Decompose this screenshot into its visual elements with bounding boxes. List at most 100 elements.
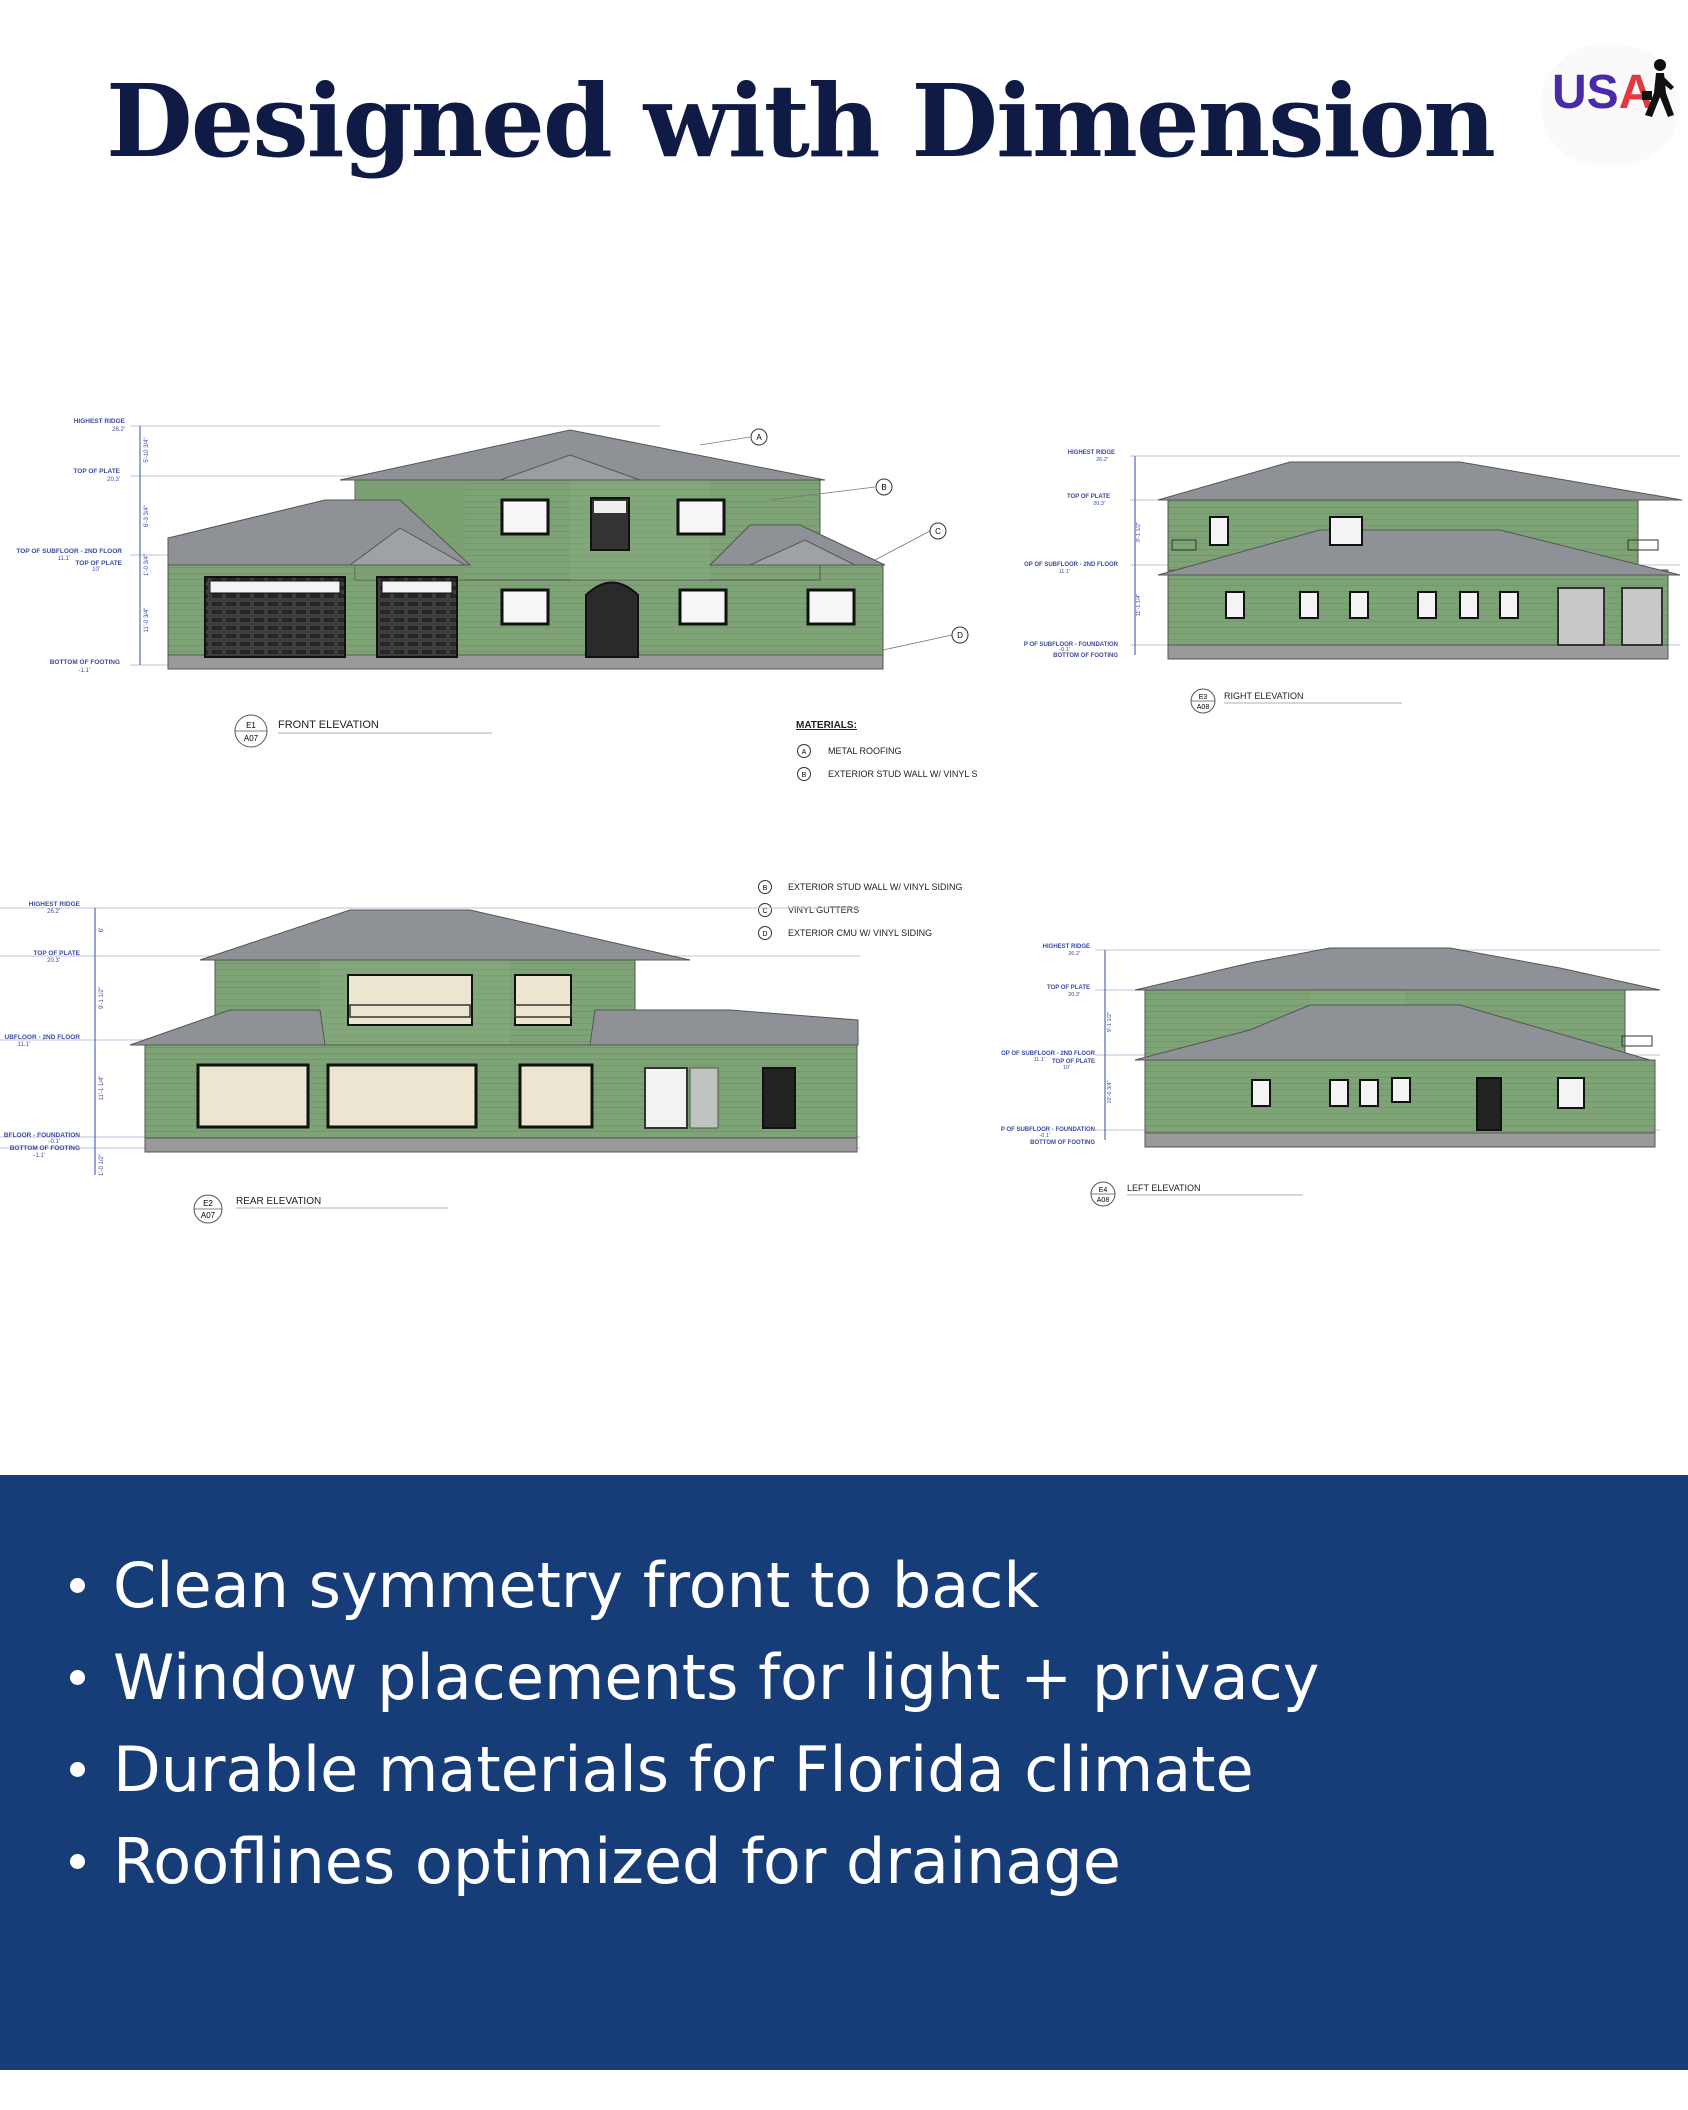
view-label: LEFT ELEVATION — [1127, 1183, 1201, 1193]
feature-list: Clean symmetry front to back Window plac… — [70, 1540, 1319, 1908]
level-label: TOP OF PLATE — [75, 560, 122, 567]
material-key: A — [802, 749, 807, 756]
features-banner: Clean symmetry front to back Window plac… — [0, 1475, 1688, 2070]
callout-label: A — [756, 433, 762, 442]
dim-text: 11'-1 1/4" — [1136, 594, 1142, 617]
view-label: FRONT ELEVATION — [278, 719, 379, 731]
dim-text: 5'-10 3/4" — [144, 437, 150, 462]
feature-item: Durable materials for Florida climate — [70, 1724, 1319, 1816]
level-value: -1.1' — [34, 1153, 45, 1159]
level-label: HIGHEST RIDGE — [29, 901, 81, 908]
brand-logo: USA — [1540, 45, 1680, 165]
view-tag: E3 — [1199, 694, 1208, 701]
dim-text: 10'-0 3/4" — [1107, 1080, 1113, 1103]
page-title: Designed with Dimension — [106, 62, 1496, 180]
bullet-icon — [70, 1762, 85, 1778]
level-label: UBFLOOR - 2ND FLOOR — [5, 1034, 81, 1041]
dim-text: 6'-3 3/4" — [144, 505, 150, 527]
level-label: TOP OF PLATE — [1047, 985, 1090, 991]
level-label: TOP OF PLATE — [1067, 494, 1110, 500]
material-text: EXTERIOR STUD WALL W/ VINYL S — [828, 769, 978, 779]
materials-legend: MATERIALS: A METAL ROOFING B EXTERIOR ST… — [796, 720, 978, 781]
view-tag: E4 — [1099, 1187, 1108, 1194]
level-value: 11.1' — [1034, 1057, 1045, 1063]
level-value: -0.1' — [1059, 647, 1070, 653]
material-text: EXTERIOR CMU W/ VINYL SIDING — [788, 928, 932, 938]
level-value: 20.3' — [1093, 501, 1105, 507]
level-value: 26.2' — [1068, 951, 1080, 957]
dim-text: 9'-1 1/2" — [1136, 522, 1142, 542]
view-tag: E1 — [246, 721, 256, 730]
feature-item: Rooflines optimized for drainage — [70, 1816, 1319, 1908]
view-tag: A08 — [1197, 704, 1210, 711]
level-value: 10' — [92, 567, 100, 573]
level-value: 26.2' — [112, 427, 125, 433]
left-elevation: HIGHEST RIDGE 26.2' TOP OF PLATE 20.3' O… — [1001, 944, 1661, 1207]
level-label: P OF SUBFLOOR - FOUNDATION — [1001, 1127, 1095, 1133]
level-label: OP OF SUBFLOOR - 2ND FLOOR — [1024, 562, 1119, 568]
level-value: 11.1' — [18, 1042, 30, 1048]
level-value: 11.1' — [58, 556, 70, 562]
material-text: METAL ROOFING — [828, 746, 902, 756]
view-tag: E2 — [203, 1199, 213, 1208]
level-value: -0.1' — [49, 1139, 60, 1145]
callout-label: D — [957, 631, 963, 640]
callout-label: B — [881, 483, 886, 492]
level-label: BOTTOM OF FOOTING — [50, 659, 120, 666]
level-label: BOTTOM OF FOOTING — [1030, 1140, 1095, 1146]
material-key: C — [762, 908, 767, 915]
view-tag: A07 — [201, 1211, 216, 1220]
level-label: BOTTOM OF FOOTING — [10, 1145, 80, 1152]
rear-elevation: HIGHEST RIDGE 26.2' TOP OF PLATE 20.3' U… — [0, 901, 860, 1224]
view-tag: A07 — [244, 734, 259, 743]
front-elevation: HIGHEST RIDGE 26.2' TOP OF PLATE 20.3' T… — [16, 418, 969, 748]
level-value: 20.3' — [107, 477, 120, 483]
elevation-drawings: HIGHEST RIDGE 26.2' TOP OF PLATE 20.3' T… — [0, 418, 1683, 1224]
feature-item: Clean symmetry front to back — [70, 1540, 1319, 1632]
right-elevation: HIGHEST RIDGE 26.2' TOP OF PLATE 20.3' O… — [1024, 450, 1683, 714]
material-key: B — [763, 885, 768, 892]
level-label: TOP OF PLATE — [1052, 1059, 1095, 1065]
material-key: D — [762, 931, 767, 938]
material-key: B — [802, 772, 807, 779]
dim-text: 11'-0 3/4" — [144, 608, 150, 633]
dim-text: 1'-0 3/4" — [144, 554, 150, 576]
level-label: P OF SUBFLOOR - FOUNDATION — [1024, 642, 1118, 648]
dim-text: 6' — [99, 928, 105, 932]
level-value: 26.2' — [1096, 457, 1108, 463]
level-label: OP OF SUBFLOOR - 2ND FLOOR — [1001, 1051, 1096, 1057]
view-label: RIGHT ELEVATION — [1224, 691, 1304, 701]
dim-text: 11'-1 1/4" — [99, 1076, 105, 1101]
logo-text: USA — [1552, 66, 1654, 119]
view-label: REAR ELEVATION — [236, 1196, 321, 1207]
level-label: BFLOOR - FOUNDATION — [4, 1132, 80, 1139]
dim-text: 1'-0 1/2" — [99, 1154, 105, 1176]
level-value: 26.2' — [47, 909, 60, 915]
material-text: EXTERIOR STUD WALL W/ VINYL SIDING — [788, 882, 963, 892]
bullet-icon — [70, 1854, 85, 1870]
feature-item: Window placements for light + privacy — [70, 1632, 1319, 1724]
level-label: HIGHEST RIDGE — [1068, 450, 1115, 456]
bullet-icon — [70, 1670, 85, 1686]
person-running-icon — [1642, 59, 1674, 117]
level-value: 20.3' — [47, 958, 60, 964]
level-value: 11.1' — [1059, 569, 1070, 575]
level-value: -1.1' — [79, 668, 90, 674]
materials-title: MATERIALS: — [796, 720, 857, 731]
bullet-icon — [70, 1578, 85, 1594]
level-label: HIGHEST RIDGE — [1043, 944, 1090, 950]
level-value: -0.1' — [1039, 1133, 1050, 1139]
callout-label: C — [935, 527, 941, 536]
level-value: 20.3' — [1068, 992, 1080, 998]
level-label: HIGHEST RIDGE — [74, 418, 126, 425]
view-tag: A08 — [1097, 1197, 1110, 1204]
material-text: VINYL GUTTERS — [788, 905, 859, 915]
materials-legend-continued: B EXTERIOR STUD WALL W/ VINYL SIDING C V… — [758, 880, 963, 940]
level-label: BOTTOM OF FOOTING — [1053, 653, 1118, 659]
level-label: TOP OF PLATE — [33, 950, 80, 957]
level-value: 10' — [1063, 1065, 1070, 1071]
dim-text: 9'-1 1/2" — [99, 987, 105, 1009]
level-label: TOP OF PLATE — [73, 468, 120, 475]
level-label: TOP OF SUBFLOOR - 2ND FLOOR — [16, 548, 122, 555]
dim-text: 9'-1 1/2" — [1107, 1012, 1113, 1032]
